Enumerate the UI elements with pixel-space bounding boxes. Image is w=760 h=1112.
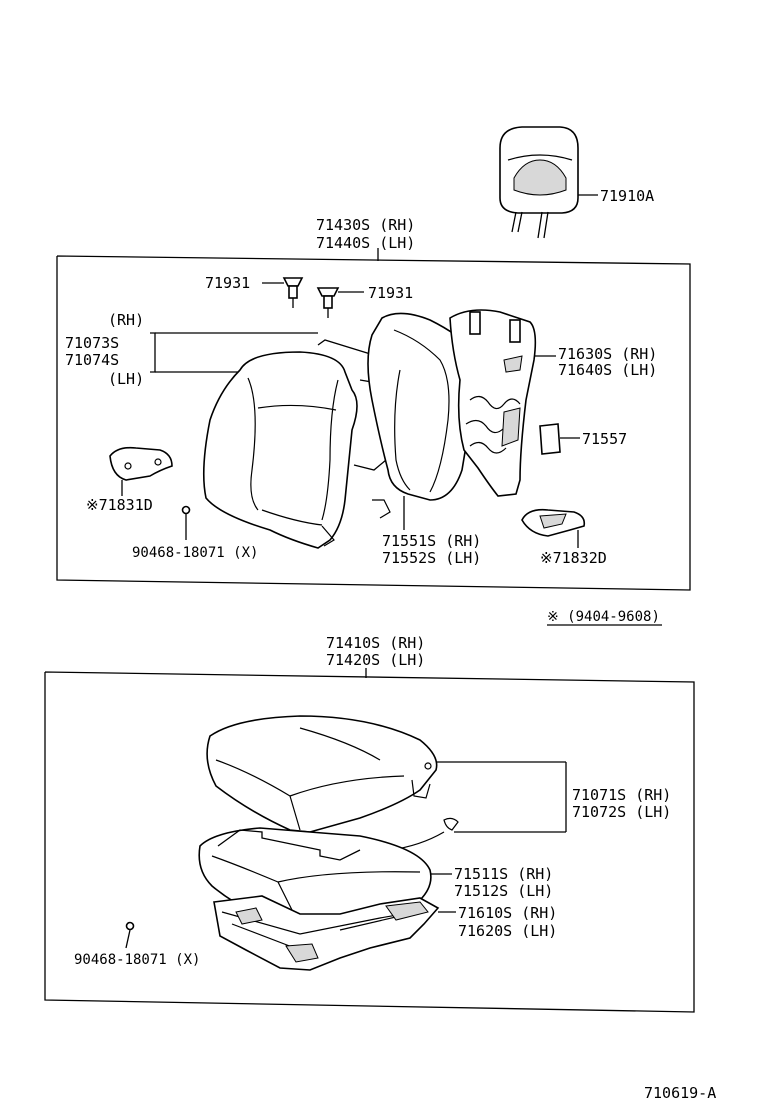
label-cushion-assy-lh: 71420S (LH) <box>326 651 425 669</box>
hinge-cover-right <box>521 508 586 548</box>
label-back-assy-rh: 71430S (RH) <box>316 216 415 234</box>
cover-leader <box>150 332 318 373</box>
label-track-lh: 71620S (LH) <box>458 922 557 940</box>
seat-back-frame <box>449 309 556 497</box>
seat-cushion-cover <box>206 715 566 833</box>
headrest <box>499 126 598 239</box>
hinge-cover-left <box>109 446 173 496</box>
label-back-assy-lh: 71440S (LH) <box>316 234 415 252</box>
label-hinge-cover-left: ※71831D <box>86 496 153 514</box>
label-pad-part: 71557 <box>582 430 627 448</box>
label-pad-lh: 71552S (LH) <box>382 549 481 567</box>
label-frame-lh: 71640S (LH) <box>558 361 657 379</box>
label-cover-rh: 71073S <box>65 334 119 352</box>
headrest-support-left <box>262 277 304 308</box>
label-pad-rh: 71551S (RH) <box>382 532 481 550</box>
label-date-note: ※ (9404-9608) <box>547 609 660 625</box>
seat-track-frame <box>213 895 456 971</box>
label-clip-bottom: 90468-18071 (X) <box>74 952 200 968</box>
label-clip-top: 90468-18071 (X) <box>132 545 258 561</box>
label-cushion-assy-rh: 71410S (RH) <box>326 634 425 652</box>
label-support-left: 71931 <box>205 274 250 292</box>
label-frame-rh: 71630S (RH) <box>558 345 657 363</box>
seat-back-group-frame <box>56 248 691 591</box>
seat-back-pad <box>367 312 477 520</box>
label-hinge-cover-right: ※71832D <box>540 549 607 567</box>
label-cover-rh-tag: (RH) <box>108 311 144 329</box>
label-cushion-cover-rh: 71071S (RH) <box>572 786 671 804</box>
seat-back-cover <box>202 351 358 549</box>
label-cushion-pad-lh: 71512S (LH) <box>454 882 553 900</box>
label-headrest: 71910A <box>600 187 654 205</box>
pad-part <box>539 423 580 455</box>
headrest-support-right <box>316 287 364 318</box>
label-cover-lh: 71074S <box>65 351 119 369</box>
label-cushion-cover-lh: 71072S (LH) <box>572 803 671 821</box>
clip-bottom <box>125 921 135 949</box>
label-cover-lh-tag: (LH) <box>108 370 144 388</box>
label-track-rh: 71610S (RH) <box>458 904 557 922</box>
seat-cushion-group-frame <box>44 624 695 1013</box>
label-cushion-pad-rh: 71511S (RH) <box>454 865 553 883</box>
clip-top <box>181 505 191 540</box>
label-support-right: 71931 <box>368 284 413 302</box>
drawing-number: 710619-A <box>644 1084 716 1102</box>
